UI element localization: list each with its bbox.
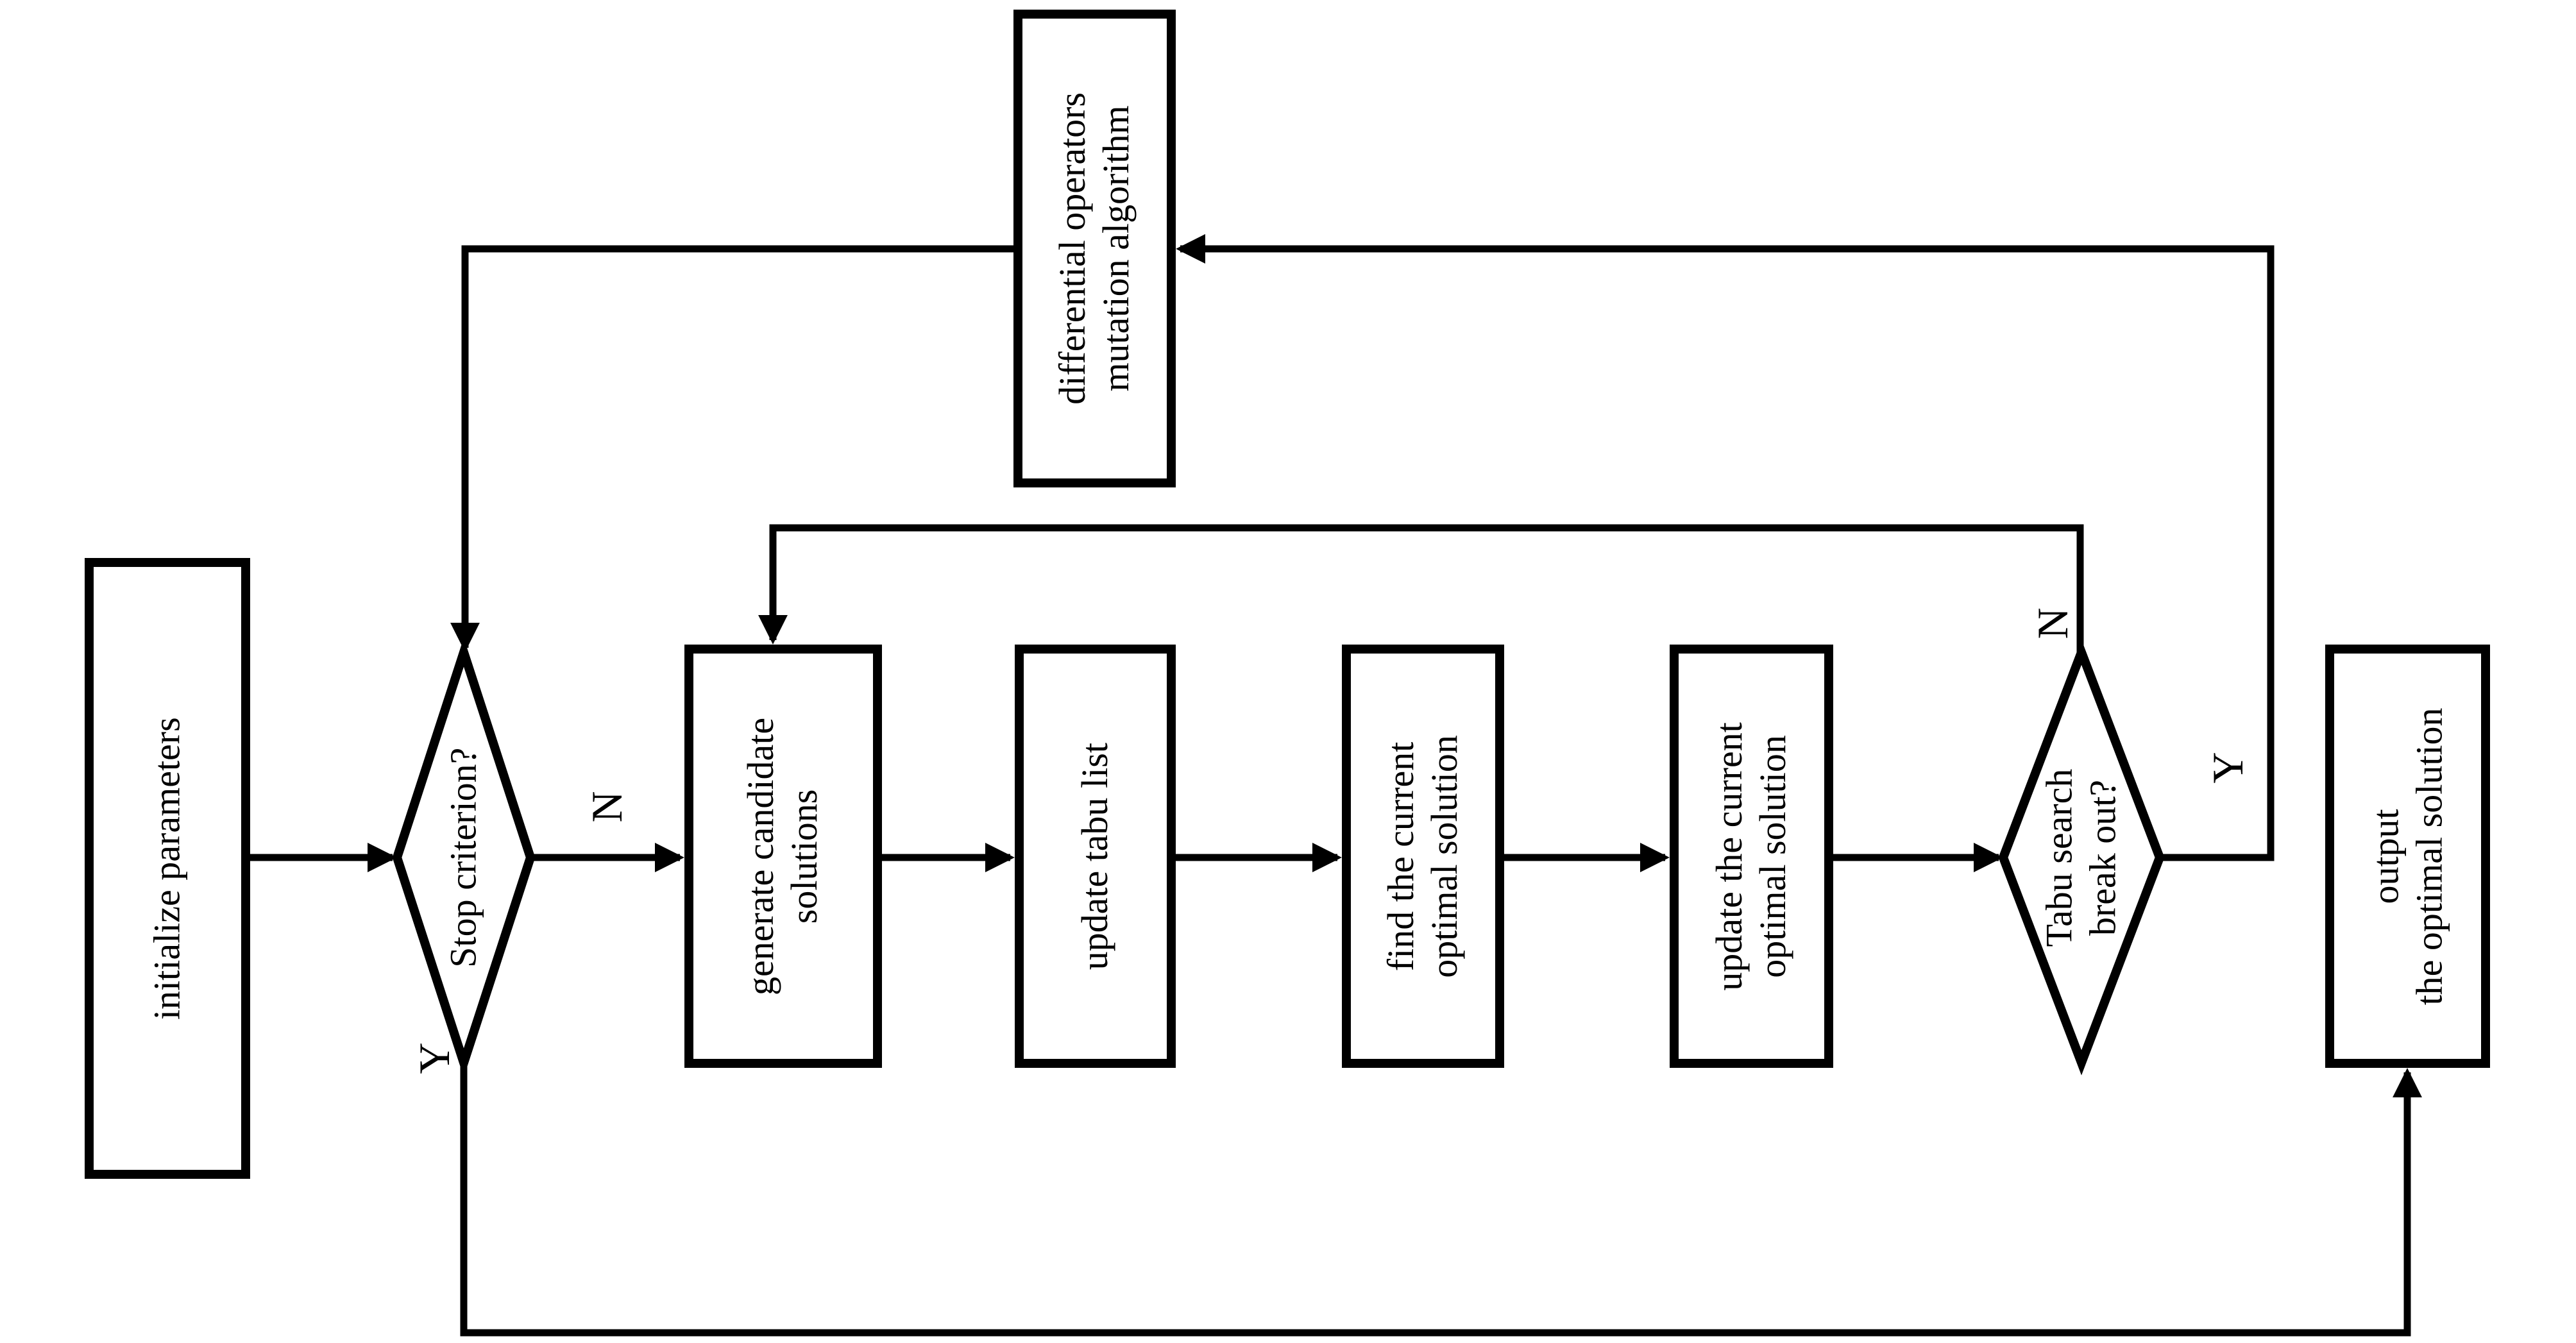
box-generate-candidate-solutions (684, 645, 882, 1068)
box-update-tabu-list (1015, 645, 1176, 1068)
edge-label-stop-yes: Y (410, 1042, 459, 1074)
edge-label-tabu-yes: Y (2203, 752, 2252, 784)
diamond-tabu-search-break-out (1998, 639, 2165, 1076)
diamond-stop-criterion (392, 638, 536, 1077)
arrow-stop-yes-to-output (460, 1063, 2422, 1337)
edge-label-stop-no: N (582, 791, 631, 823)
box-initialize-parameters (85, 558, 250, 1179)
box-differential-operators-mutation (1013, 10, 1176, 487)
box-update-current-optimal-solution (1670, 645, 1833, 1068)
arrow-tabubreak-loop-to-generate (758, 524, 2084, 652)
arrow-tabubreak-yes-to-differential (1176, 234, 2275, 861)
box-find-current-optimal-solution (1342, 645, 1504, 1068)
box-output-optimal-solution (2325, 645, 2490, 1068)
arrow-differential-to-stop (450, 245, 1013, 652)
edge-label-tabu-no: N (2028, 607, 2077, 639)
